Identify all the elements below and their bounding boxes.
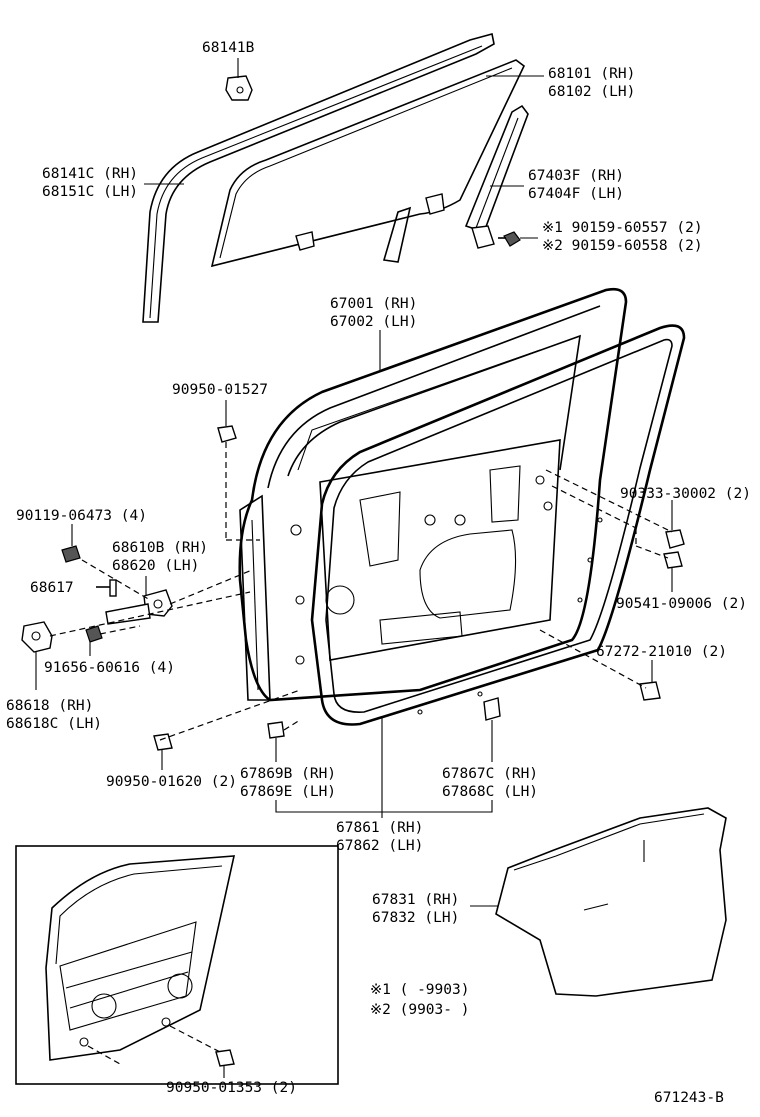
label-67861: 67861 (RH) [336, 820, 423, 836]
label-68610b: 68610B (RH) [112, 540, 208, 556]
door-hinge-pillar [239, 494, 271, 701]
label-68618: 68618 (RH) [6, 698, 93, 714]
label-68620: 68620 (LH) [112, 558, 199, 574]
label-90950-01353: 90950-01353 (2) [166, 1080, 297, 1096]
label-67869e: 67869E (LH) [240, 784, 336, 800]
label-68617: 68617 [30, 580, 74, 596]
label-67832: 67832 (LH) [372, 910, 459, 926]
door-hinge-lower [21, 621, 53, 653]
service-hole-cover [470, 807, 727, 997]
hinge-pin [96, 579, 117, 597]
bolt-90159 [498, 231, 521, 247]
plug-90333 [665, 529, 685, 549]
label-90950-01527: 90950-01527 [172, 382, 268, 398]
bolt-91656 [85, 625, 103, 643]
label-67272: 67272-21010 (2) [596, 644, 727, 660]
door-inner-panel [290, 439, 561, 665]
label-67867c: 67867C (RH) [442, 766, 538, 782]
glass-bracket-left [295, 231, 315, 251]
note-2: ※2 (9903- ) [370, 1002, 469, 1018]
figure-id: 671243-B [654, 1090, 724, 1106]
label-68141c: 68141C (RH) [42, 166, 138, 182]
label-67831: 67831 (RH) [372, 892, 459, 908]
label-68101: 68101 (RH) [548, 66, 635, 82]
assembly-lines [49, 442, 673, 741]
door-panel-outer [238, 287, 628, 702]
label-67404f: 67404F (LH) [528, 186, 624, 202]
label-68618c: 68618C (LH) [6, 716, 102, 732]
label-91656: 91656-60616 (4) [44, 660, 175, 676]
label-67868c: 67868C (LH) [442, 784, 538, 800]
label-90333: 90333-30002 (2) [620, 486, 751, 502]
glass-bracket-right [425, 193, 445, 215]
label-68102: 68102 (LH) [548, 84, 635, 100]
door-weatherstrip [310, 324, 686, 726]
leader-lines [35, 58, 673, 818]
door-hinge-upper [105, 589, 173, 625]
part-labels: 68141B 68101 (RH) 68102 (LH) 68141C (RH)… [6, 40, 751, 1106]
label-90541: 90541-09006 (2) [616, 596, 747, 612]
clip-68141b-part [225, 75, 253, 101]
label-67002: 67002 (LH) [330, 314, 417, 330]
label-68141b: 68141B [202, 40, 255, 56]
bolt-90119 [61, 545, 81, 563]
plug-67272 [639, 681, 661, 701]
plug-90950-01620 [153, 733, 173, 751]
label-67869b: 67869B (RH) [240, 766, 336, 782]
label-90119: 90119-06473 (4) [16, 508, 147, 524]
label-90950-01620: 90950-01620 (2) [106, 774, 237, 790]
plug-90541 [663, 551, 683, 569]
plug-90950-01527 [217, 425, 237, 443]
label-67862: 67862 (LH) [336, 838, 423, 854]
label-67001: 67001 (RH) [330, 296, 417, 312]
division-bar [464, 104, 529, 249]
label-bolt2: ※2 90159-60558 (2) [542, 238, 703, 254]
lower-sash-channel [382, 206, 412, 263]
inset-door-trim [15, 845, 339, 1085]
label-68151c: 68151C (LH) [42, 184, 138, 200]
label-bolt1: ※1 90159-60557 (2) [542, 220, 703, 236]
clip-67867c [483, 697, 501, 721]
glass-run-channel [142, 33, 495, 323]
note-1: ※1 ( -9903) [370, 982, 469, 998]
clip-67869b [267, 721, 285, 739]
label-67403f: 67403F (RH) [528, 168, 624, 184]
